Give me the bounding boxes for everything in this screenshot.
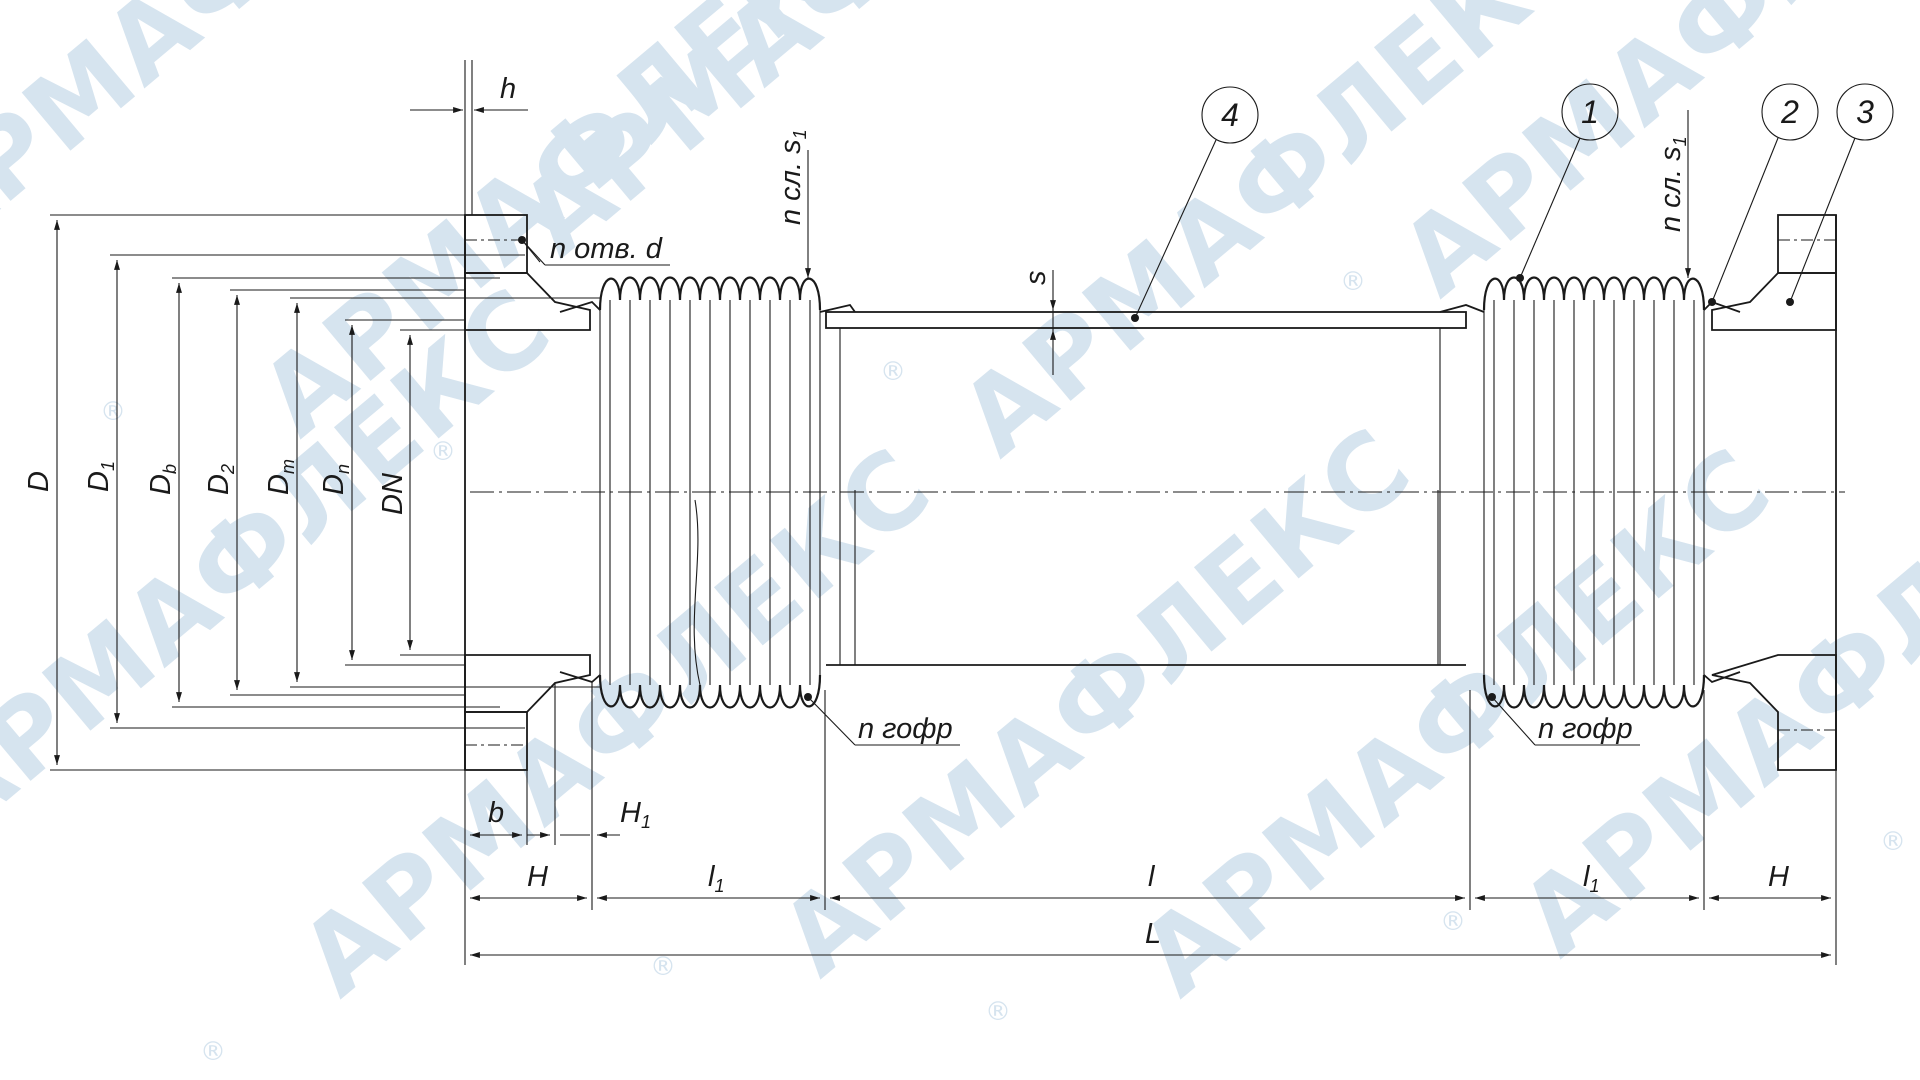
registered-mark: ® bbox=[1340, 267, 1366, 297]
svg-text:2: 2 bbox=[1780, 94, 1799, 130]
dim-b-label: b bbox=[488, 797, 504, 829]
position-2: 2 bbox=[1708, 83, 1819, 306]
registered-mark: ® bbox=[1440, 907, 1466, 937]
dim-D2-label: D2 bbox=[203, 464, 238, 495]
diameter-dimensions: D D1 Db D2 Dm Dn DN bbox=[23, 214, 600, 771]
callout-corr-left: n гофр bbox=[804, 693, 960, 746]
bottom-dimensions: b H1 H l1 l l1 H L bbox=[464, 682, 1837, 965]
left-bellows bbox=[559, 276, 822, 709]
registered-mark: ® bbox=[650, 952, 676, 982]
right-flange bbox=[1711, 214, 1837, 771]
dim-s: s bbox=[1020, 270, 1056, 375]
svg-text:4: 4 bbox=[1221, 97, 1239, 133]
dim-h-label: h bbox=[500, 73, 516, 105]
dim-l1-left-label: l1 bbox=[708, 861, 724, 896]
dim-L-label: L bbox=[1145, 918, 1161, 950]
dim-Db-label: Db bbox=[145, 464, 180, 495]
position-4: 4 bbox=[1131, 86, 1259, 322]
callout-layers-right: n сл. s1 bbox=[1655, 110, 1691, 278]
position-3: 3 bbox=[1786, 83, 1894, 306]
right-bellows bbox=[1482, 276, 1741, 709]
dim-DN-label: DN bbox=[377, 473, 409, 515]
registered-mark: ® bbox=[1880, 827, 1906, 857]
dim-l-label: l bbox=[1148, 861, 1156, 893]
callout-corr-left-label: n гофр bbox=[858, 713, 953, 745]
callout-holes-label: n отв. d bbox=[550, 233, 663, 265]
dim-Dn-label: Dn bbox=[318, 464, 353, 495]
svg-text:1: 1 bbox=[1581, 94, 1599, 130]
callout-holes: n отв. d bbox=[518, 233, 670, 266]
dim-Dm-label: Dm bbox=[263, 459, 298, 495]
dim-H-left-label: H bbox=[527, 861, 548, 893]
dim-s-label: s bbox=[1020, 271, 1052, 286]
registered-mark: ® bbox=[100, 397, 126, 427]
registered-mark: ® bbox=[880, 357, 906, 387]
callout-layers-left: n сл. s1 bbox=[775, 129, 811, 278]
dim-H1-label: H1 bbox=[620, 797, 651, 832]
middle-pipe bbox=[819, 303, 1485, 666]
callout-layers-right-label: n сл. s1 bbox=[1655, 136, 1690, 232]
dim-h: h bbox=[410, 60, 528, 215]
dim-l1-right-label: l1 bbox=[1583, 861, 1599, 896]
callout-layers-left-label: n сл. s1 bbox=[775, 129, 810, 225]
position-1: 1 bbox=[1516, 83, 1619, 282]
dim-H-right-label: H bbox=[1768, 861, 1789, 893]
registered-mark: ® bbox=[985, 997, 1011, 1027]
registered-mark: ® bbox=[200, 1037, 226, 1067]
dim-D-label: D bbox=[23, 471, 55, 492]
callout-corr-right-label: n гофр bbox=[1538, 713, 1633, 745]
callout-corr-right: n гофр bbox=[1488, 693, 1640, 746]
registered-mark: ® bbox=[430, 437, 456, 467]
svg-text:3: 3 bbox=[1856, 94, 1874, 130]
dim-D1-label: D1 bbox=[83, 461, 118, 492]
